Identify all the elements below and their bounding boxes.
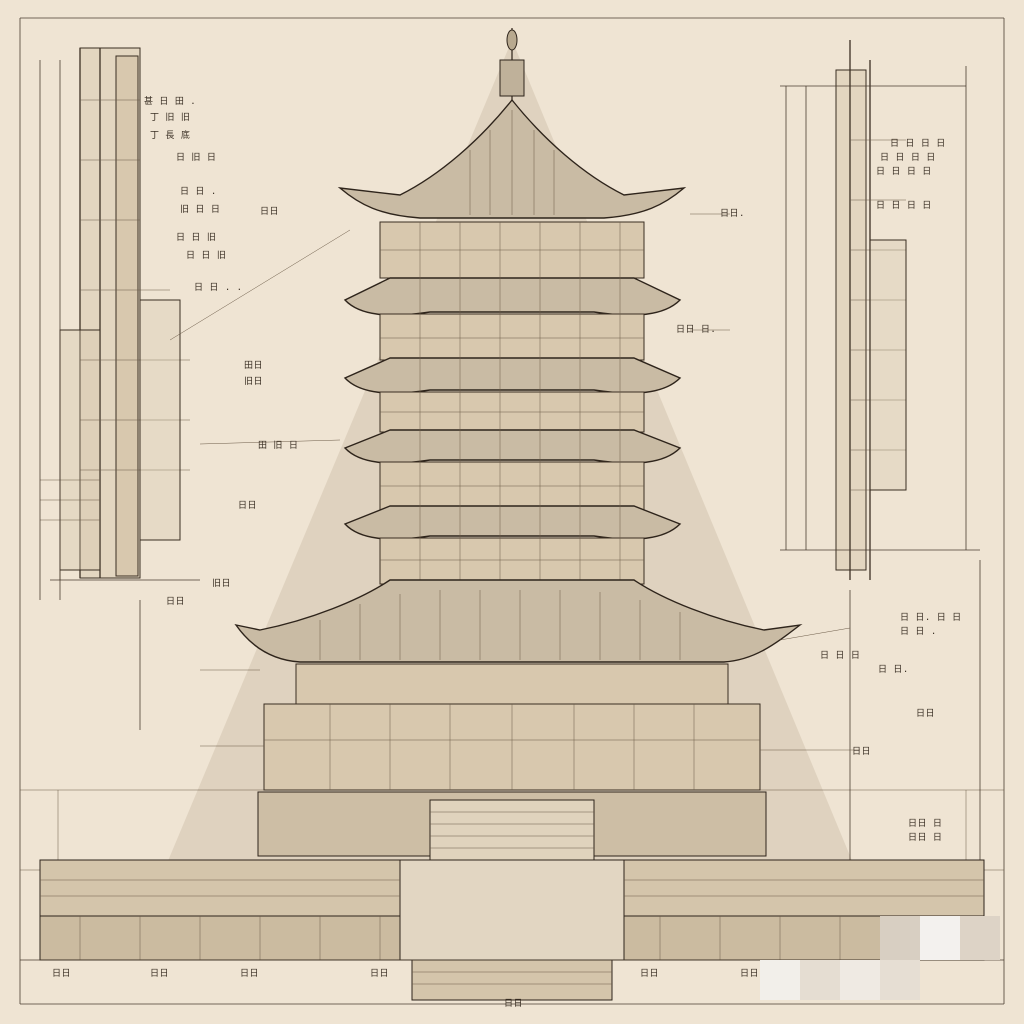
left-label-4: 日 旧 日 [176, 152, 216, 163]
center-right-label-3: 日 日 日 [820, 650, 860, 661]
left-label-8: 日 日 旧 [186, 250, 226, 261]
left-label-6: 旧 日 日 [180, 204, 220, 215]
left-label-5: 日 日 . [180, 186, 217, 197]
tier-3 [343, 391, 682, 464]
right-lower-label-2: 日 日 . [900, 626, 937, 637]
center-right-label-2: 日日 日. [676, 324, 716, 335]
center-left-label-2: 田 旧 日 [258, 440, 298, 451]
tier-5 [379, 537, 645, 585]
left-mid-label-4: 旧日 [212, 578, 231, 589]
bottom-label-3: 日日 [240, 968, 259, 979]
bottom-label-4: 日日 [370, 968, 389, 979]
left-label-2: 丁 旧 旧 [150, 112, 190, 123]
tier-2 [343, 313, 682, 394]
right-lower-label-1: 日 日. 日 日 [900, 612, 962, 623]
pagoda [234, 28, 803, 871]
left-label-1: 甚 日 田 . [144, 96, 196, 107]
tier-1 [343, 221, 682, 316]
left-section-elevation [39, 47, 200, 730]
tier-4 [343, 461, 682, 540]
left-label-9: 日 日 . . [194, 282, 243, 293]
gate-label: 日日 [504, 998, 523, 1009]
right-lower-label-7: 日日 [852, 746, 871, 757]
bottom-label-6: 日日 [740, 968, 759, 979]
right-section-elevation [780, 40, 981, 860]
right-lower-label-3: 日 日. [878, 664, 909, 675]
annotations: 甚 日 田 . 丁 旧 旧 丁 長 底 日 旧 日 日 日 . 旧 日 日 日 … [52, 96, 962, 1009]
center-right-label-1: 日日. [720, 208, 745, 219]
left-mid-label-1: 田日 [244, 360, 263, 371]
bottom-label-2: 日日 [150, 968, 169, 979]
left-label-7: 日 日 旧 [176, 232, 216, 243]
right-lower-label-5: 日日 日 [908, 818, 942, 829]
right-lower-label-6: 日日 日 [908, 832, 942, 843]
right-label-2: 日 日 日 日 [880, 152, 936, 163]
right-label-3: 日 日 日 日 [876, 166, 932, 177]
bottom-label-1: 日日 [52, 968, 71, 979]
light-patches [760, 916, 1000, 1000]
right-label-4: 日 日 日 日 [876, 200, 932, 211]
right-label-1: 日 日 日 日 [890, 138, 946, 149]
center-left-label-1: 日日 [260, 206, 279, 217]
right-lower-label-4: 日日 [916, 708, 935, 719]
bottom-label-5: 日日 [640, 968, 659, 979]
leader-lines [169, 213, 860, 751]
left-mid-label-3: 日日 [238, 500, 257, 511]
left-mid-label-2: 旧日 [244, 376, 263, 387]
center-left-label-3: 日日 [166, 596, 185, 607]
left-label-3: 丁 長 底 [150, 129, 190, 141]
ground-wall [20, 859, 1004, 1001]
